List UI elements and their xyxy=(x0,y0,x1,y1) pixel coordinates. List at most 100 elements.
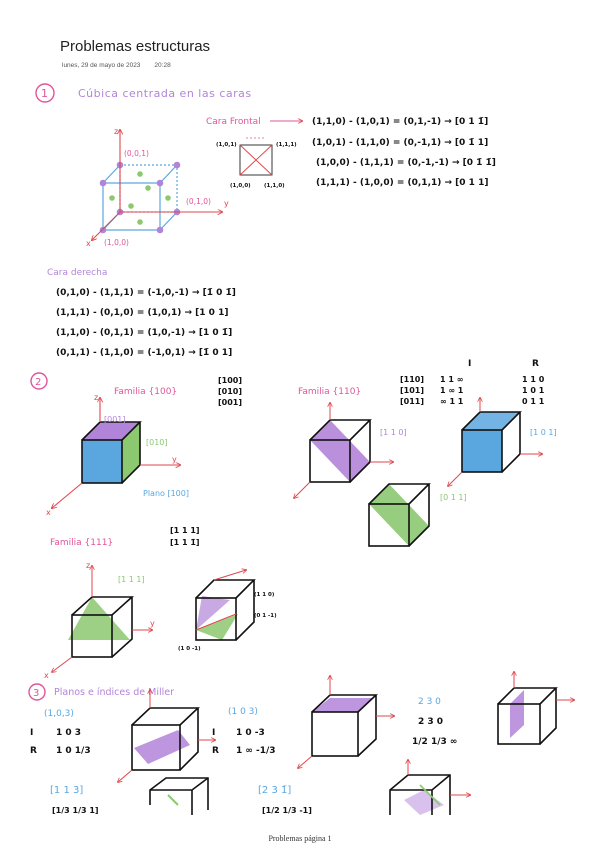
ex1-I-label: I xyxy=(30,728,33,738)
section-3-heading: Planos e índices de Miller xyxy=(54,687,174,698)
frontal-mini-diagram: (1,0,1) (1,1,1) (1,0,0) (1,1,0) xyxy=(216,138,297,189)
cube110-label: [1 1 0] xyxy=(380,428,407,437)
mini-br-label: (1,1,0) xyxy=(264,183,285,189)
frontal-face-label: Cara Frontal xyxy=(206,117,261,127)
ex2-I: 1 0 -3 xyxy=(236,728,265,738)
fam110-label: Familia {110} xyxy=(298,387,361,397)
mini-tr-label: (1,1,1) xyxy=(276,142,297,148)
cube111-label-a: (1 1 0) xyxy=(254,592,275,598)
right-line: (1,1,0) - (0,1,1) = (1,0,-1) → [1 0 1̄] xyxy=(56,328,232,338)
miller-cube-3 xyxy=(498,672,574,744)
label-001: (0,0,1) xyxy=(124,149,149,158)
section-1-number: 1 xyxy=(41,87,48,100)
right-line: (0,1,1) - (1,1,0) = (-1,0,1) → [1̄ 0 1] xyxy=(56,348,232,358)
cube111-tag: [1 1 1] xyxy=(118,575,145,584)
ex2-R: 1 ∞ -1/3 xyxy=(236,746,276,756)
frontal-equations: (1,1,0) - (1,0,1) = (0,1,-1) → [0 1 1̄] … xyxy=(312,117,496,188)
fam110-dir: [101] xyxy=(400,386,424,395)
miller-cube-2 xyxy=(298,676,394,768)
cube101-label: [1 0 1] xyxy=(530,428,557,437)
frontal-line: (1,1,0) - (1,0,1) = (0,1,-1) → [0 1 1̄] xyxy=(312,117,488,127)
fam110-R: 0 1 1 xyxy=(522,397,545,406)
fam111-dirs: [1 1 1] [1 1 1̄] xyxy=(170,526,200,547)
fam110-R: 1 1 0 xyxy=(522,375,545,384)
ex3-top: 2 3 0 xyxy=(418,697,441,707)
z-axis-label: z xyxy=(114,127,118,136)
right-face-label: Cara derecha xyxy=(47,268,107,278)
fam110-R: 1 0 1 xyxy=(522,386,545,395)
fam100-dir: [010] xyxy=(218,387,242,396)
cube-111-a: z y x [1 1 1] xyxy=(44,561,155,680)
cube111-z: z xyxy=(86,561,90,570)
page-footer: Problemas página 1 xyxy=(0,834,600,843)
x-axis-label: x xyxy=(86,239,91,248)
cube-011: [0 1 1] xyxy=(369,484,467,546)
section-3: 3 Planos e índices de Miller (1,0,3) I 1… xyxy=(29,672,574,815)
frontal-line: (1,0,0) - (1,1,1) = (0,-1,-1) → [0 1̄ 1̄… xyxy=(316,158,496,168)
ex1-I: 1 0 3 xyxy=(56,728,81,738)
col-R-header: R xyxy=(532,359,539,369)
cube100-x: x xyxy=(46,508,51,517)
ex5-dir: [2 3 1̄] xyxy=(258,785,291,796)
section-3-number: 3 xyxy=(33,688,39,699)
fam111-dir: [1 1 1] xyxy=(170,526,200,535)
x-axis-arrow xyxy=(92,212,120,240)
label-100: (1,0,0) xyxy=(104,238,129,247)
cube100-side-label: [010] xyxy=(146,438,168,447)
ex1-R-label: R xyxy=(30,746,37,756)
fam110-I: ∞ 1 1 xyxy=(440,397,464,406)
mini-tl-label: (1,0,1) xyxy=(216,142,237,148)
fam110-I: 1 ∞ 1 xyxy=(440,386,464,395)
ex3-I: 2 3 0 xyxy=(418,717,443,727)
cube100-top-label: [001] xyxy=(104,415,126,424)
cube-101: [1 0 1] xyxy=(448,398,557,486)
col-I-header: I xyxy=(468,359,471,369)
label-010: (0,1,0) xyxy=(186,197,211,206)
ex4-dir: [1 1 3] xyxy=(50,785,83,796)
cube111-x: x xyxy=(44,671,49,680)
cube-family-100: z y x [001] [010] Plano [100] xyxy=(46,393,189,517)
section-2-number: 2 xyxy=(35,377,41,388)
section-2: 2 Familia {100} [100] [010] [001] z y x … xyxy=(31,359,557,680)
fam100-label: Familia {100} xyxy=(114,387,177,397)
section-1-heading: Cúbica centrada en las caras xyxy=(78,87,252,100)
frontal-line: (1,0,1) - (1,1,0) = (0,-1,1) → [0 1̄ 1] xyxy=(312,138,488,148)
ex3-R: 1/2 1/3 ∞ xyxy=(412,737,457,747)
right-equations: (0,1,0) - (1,1,1) = (-1,0,-1) → [1̄ 0 1̄… xyxy=(56,288,236,358)
fam111-dir: [1 1 1̄] xyxy=(170,538,200,547)
fam111-label: Familia {111} xyxy=(50,538,113,548)
miller-cube-5 xyxy=(390,760,470,815)
miller-cube-1 xyxy=(118,690,215,782)
ex2-I-label: I xyxy=(212,728,215,738)
fam100-dir: [001] xyxy=(218,398,242,407)
fam110-dir: [011] xyxy=(400,397,424,406)
fam100-dirs: [100] [010] [001] xyxy=(218,376,242,407)
right-line: (1,1,1) - (0,1,0) = (1,0,1) → [1 0 1] xyxy=(56,308,228,318)
cube100-front-label: Plano [100] xyxy=(143,489,189,498)
ex2-R-label: R xyxy=(212,746,219,756)
cube100-z: z xyxy=(94,393,98,402)
ex1-R: 1 0 1/3 xyxy=(56,746,91,756)
ex2-point: (1 0 3) xyxy=(228,707,258,717)
cube111-label-b: (0 1 -1) xyxy=(254,613,277,619)
cube100-y: y xyxy=(172,455,177,464)
fam100-dir: [100] xyxy=(218,376,242,385)
right-line: (0,1,0) - (1,1,1) = (-1,0,-1) → [1̄ 0 1̄… xyxy=(56,288,236,298)
ex5-partial: [1/2 1/3 -1] xyxy=(262,806,312,815)
mini-bl-label: (1,0,0) xyxy=(230,183,251,189)
fam110-I: 1 1 ∞ xyxy=(440,375,463,384)
cube111-y: y xyxy=(150,619,155,628)
fcc-face-atoms xyxy=(109,171,171,225)
miller-cube-4 xyxy=(150,778,208,815)
cube011-label: [0 1 1] xyxy=(440,493,467,502)
fam110-dir: [110] xyxy=(400,375,424,384)
cube111-label-c: (1 0 -1) xyxy=(178,646,201,652)
ex4-partial: [1/3 1/3 1] xyxy=(52,806,99,815)
section-1: 1 Cúbica centrada en las caras z y x (0,… xyxy=(36,84,496,358)
ex1-point: (1,0,3) xyxy=(44,709,74,719)
fam110-table: [110] 1 1 ∞ 1 1 0 [101] 1 ∞ 1 1 0 1 [011… xyxy=(400,375,545,406)
frontal-line: (1,1,1) - (1,0,0) = (0,1,1) → [0 1 1] xyxy=(316,178,488,188)
cube-111-b: (1 1 0) (0 1 -1) (1 0 -1) xyxy=(178,570,277,652)
y-axis-label: y xyxy=(224,199,229,208)
